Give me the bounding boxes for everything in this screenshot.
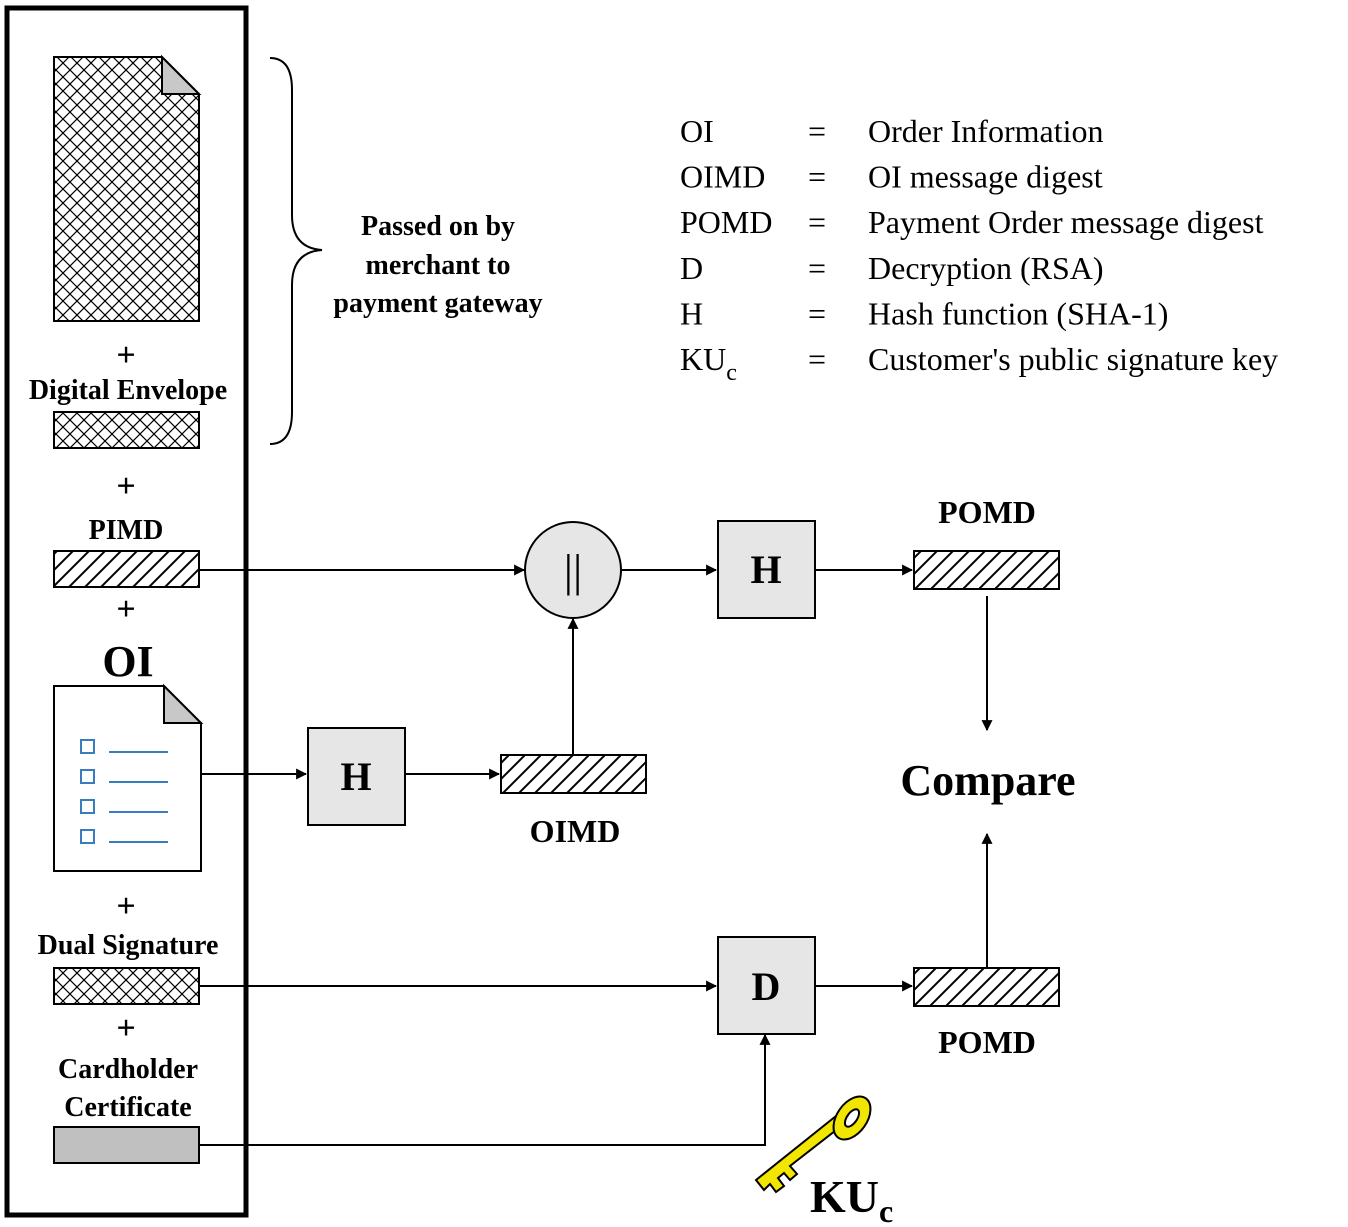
flow-connectors [200, 564, 993, 1146]
hash-label: H [340, 754, 371, 799]
order-information-document [53, 683, 204, 872]
plus-sign: + [116, 337, 135, 374]
plus-sign: + [116, 1010, 135, 1047]
decrypt-label: D [752, 964, 781, 1009]
legend-abbreviation: KUc [680, 341, 737, 386]
legend-meaning: Decryption (RSA) [868, 250, 1104, 286]
plus-sign: + [116, 591, 135, 628]
plus-sign: + [116, 468, 135, 505]
curly-brace [269, 57, 323, 445]
certificate-to-decrypt-arrow [200, 1033, 771, 1146]
page-fold-icon [163, 683, 204, 724]
pomd-top-label: POMD [938, 494, 1036, 530]
pomd-bottom-label: POMD [938, 1024, 1036, 1060]
hash-box-oi [307, 727, 406, 826]
pomd-top-block [913, 550, 1060, 590]
message-package-frame [4, 5, 249, 1218]
page-fold-icon [161, 54, 202, 95]
pimd-block [53, 550, 200, 588]
brace-note-line3: payment gateway [333, 288, 542, 319]
digital-envelope-label: Digital Envelope [29, 375, 227, 406]
oi-label: OI [102, 637, 153, 686]
cardholder-label: Cardholder [58, 1054, 198, 1085]
legend-equals: = [808, 113, 826, 149]
key-subscript: c [879, 1193, 893, 1227]
brace-note-line1: Passed on by [361, 211, 515, 242]
concatenation-node [524, 521, 622, 619]
plus-sign: + [116, 888, 135, 925]
certificate-label: Certificate [64, 1092, 191, 1123]
decrypt-box [717, 936, 816, 1035]
legend-equals: = [808, 341, 826, 377]
oimd-label: OIMD [530, 813, 621, 849]
legend-meaning: Order Information [868, 113, 1103, 149]
legend-meaning: OI message digest [868, 159, 1103, 195]
legend-meaning: Customer's public signature key [868, 341, 1278, 377]
legend-abbreviation: H [680, 295, 703, 331]
hash-box-pomd [717, 520, 816, 619]
pomd-bottom-block [913, 967, 1060, 1007]
legend-abbreviation: OIMD [680, 159, 765, 195]
compare-label: Compare [900, 756, 1075, 805]
legend-abbreviation: D [680, 250, 703, 286]
legend-equals: = [808, 204, 826, 240]
dual-signature-block [53, 967, 200, 1005]
legend-equals: = [808, 295, 826, 331]
pimd-label: PIMD [89, 515, 164, 546]
brace-note-line2: merchant to [366, 250, 511, 281]
concatenation-symbol: || [564, 545, 582, 596]
legend-abbreviation: POMD [680, 204, 772, 240]
legend-meaning: Payment Order message digest [868, 204, 1264, 240]
encrypted-payment-document [53, 54, 202, 322]
key-icon [754, 1095, 872, 1194]
legend-equals: = [808, 159, 826, 195]
oimd-block [500, 754, 647, 794]
key-label: KUc [810, 1171, 893, 1227]
legend-abbreviation: OI [680, 113, 714, 149]
hash-label: H [750, 547, 781, 592]
dual-signature-label: Dual Signature [38, 930, 219, 961]
legend-meaning: Hash function (SHA-1) [868, 295, 1168, 331]
legend-equals: = [808, 250, 826, 286]
checklist-icon [80, 739, 168, 844]
digital-envelope-block [53, 411, 200, 449]
cardholder-certificate-block [53, 1126, 200, 1164]
